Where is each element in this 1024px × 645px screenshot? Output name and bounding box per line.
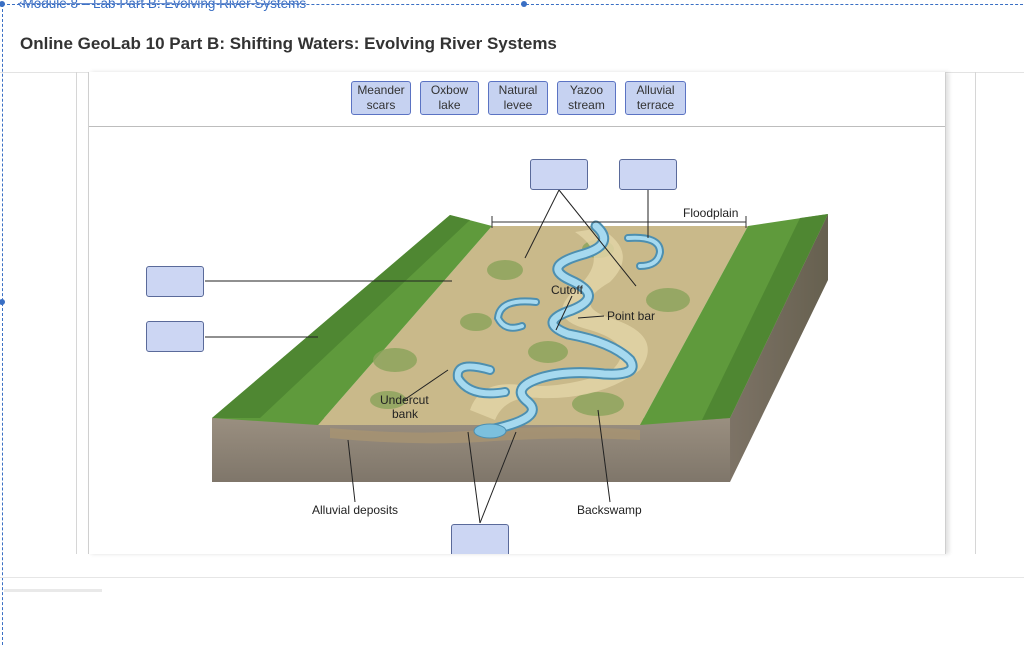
leader-lines: [205, 189, 649, 524]
left-hill-crest: [212, 215, 470, 418]
drop-target-left-lower[interactable]: [146, 321, 204, 352]
frame-border-right: [975, 72, 976, 554]
label-alluvial-deposits: Alluvial deposits: [312, 503, 398, 517]
frame-border-left: [76, 72, 77, 554]
soil-side-face: [730, 214, 828, 482]
chip-line: levee: [503, 98, 533, 112]
valley-floor: [318, 226, 748, 425]
resize-handle-top-left[interactable]: [0, 1, 5, 7]
page-title: Online GeoLab 10 Part B: Shifting Waters…: [20, 34, 557, 53]
floodplain-bracket: [491, 216, 747, 228]
chip-line: Yazoo: [569, 83, 604, 97]
resize-handle-top[interactable]: [521, 1, 527, 7]
chip-line: scars: [366, 98, 396, 112]
yazoo-stream-water: [626, 235, 663, 268]
chip-line: Alluvial: [636, 83, 675, 97]
chip-line: Natural: [498, 83, 538, 97]
label-backswamp: Backswamp: [577, 503, 642, 517]
drop-target-left-upper[interactable]: [146, 266, 204, 297]
resize-handle-left[interactable]: [0, 299, 5, 305]
drop-target-top-right[interactable]: [619, 159, 677, 190]
river-valley-diagram: Floodplain Cutoff Point bar Undercut ban…: [205, 189, 828, 524]
chip-line: Meander: [357, 83, 405, 97]
meander-belt: [470, 228, 648, 420]
chip-line: lake: [438, 98, 461, 112]
drop-target-top-left[interactable]: [530, 159, 588, 190]
word-bank-divider: [89, 126, 945, 127]
oxbow-lake-cutoff-water: [495, 299, 538, 330]
river-water: [486, 222, 636, 434]
oxbow-lake-lower-water: [454, 363, 508, 397]
label-undercut: Undercut: [380, 393, 429, 407]
right-hill-crest: [702, 214, 828, 420]
chip-line: Oxbow: [430, 83, 469, 97]
back-to-module-link[interactable]: ‹Module 8 – Lab Part B: Evolving River S…: [18, 0, 307, 11]
label-undercut-bank: bank: [392, 407, 419, 421]
chip-line: terrace: [636, 98, 675, 112]
chip-line: stream: [568, 98, 605, 112]
river-cross-section: [473, 423, 507, 439]
footer-tab: [4, 589, 102, 592]
footer-divider: [0, 577, 1024, 578]
floodplain-vegetation: [370, 240, 690, 416]
soil-cross-section: [212, 418, 730, 482]
drop-target-bottom[interactable]: [451, 524, 509, 554]
label-point-bar: Point bar: [607, 309, 655, 323]
label-floodplain: Floodplain: [683, 206, 738, 220]
label-cutoff: Cutoff: [551, 283, 583, 297]
